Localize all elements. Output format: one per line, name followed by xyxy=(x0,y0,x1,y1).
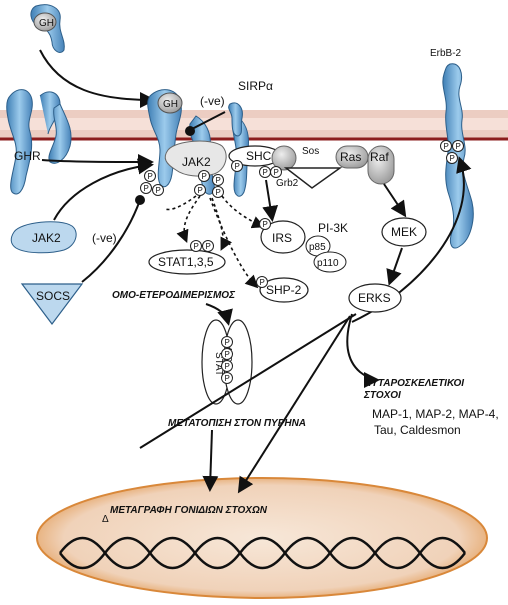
jak2-free: JAK2 xyxy=(10,221,77,254)
targets-line-2: Tau, Caldesmon xyxy=(374,423,461,437)
svg-text:P: P xyxy=(235,162,240,171)
dna-strand-2 xyxy=(59,536,466,570)
cytoskeletal-label-2: ΣΤΟΧΟΙ xyxy=(363,390,401,401)
stat135-label: STAT1,3,5 xyxy=(158,255,214,269)
shc-sos-grb2: SHC Sos Grb2 xyxy=(228,145,343,189)
irs-pi3k: IRS P PI-3K p85 p110 xyxy=(259,218,348,273)
stat135: STAT1,3,5 P P xyxy=(148,240,226,275)
irs-label: IRS xyxy=(272,231,292,245)
erks-to-nucleus-arrow xyxy=(237,315,351,494)
ghr-label: GHR xyxy=(14,149,41,163)
svg-text:P: P xyxy=(216,176,221,185)
receptor-phospho-sites xyxy=(140,140,464,198)
svg-text:P: P xyxy=(194,242,199,251)
svg-text:P: P xyxy=(148,172,153,181)
svg-text:P: P xyxy=(456,142,461,151)
jak2-complex-label: JAK2 xyxy=(182,155,211,169)
transcription-label: ΜΕΤΑΓΡΑΦΗ ΓΟΝΙΔΙΩΝ ΣΤΟΧΩΝ xyxy=(110,505,268,516)
jak2-free-label: JAK2 xyxy=(32,231,61,245)
ghr-dimer-arrow xyxy=(41,153,154,170)
svg-text:P: P xyxy=(156,186,161,195)
dna-strand-1 xyxy=(59,536,466,570)
ras-raf: Ras Raf xyxy=(335,145,395,185)
inhibition-dot-left xyxy=(135,195,145,205)
stat-left-label: STAT xyxy=(213,352,224,376)
svg-text:P: P xyxy=(260,278,265,287)
socs-label: SOCS xyxy=(36,289,70,303)
svg-text:P: P xyxy=(202,172,207,181)
shc-label: SHC xyxy=(246,149,272,163)
svg-text:P: P xyxy=(274,168,279,177)
erks: ERKS xyxy=(348,283,402,313)
raf-to-mek-arrow xyxy=(383,183,407,218)
gh-ligand-free: GH xyxy=(30,4,65,53)
erbb2-label: ErbB-2 xyxy=(430,48,462,59)
ghr-receptor-left: GHR xyxy=(6,89,72,195)
shp2: SHP-2 P xyxy=(256,276,309,303)
svg-text:P: P xyxy=(216,188,221,197)
sirpa-label: SIRPα xyxy=(238,79,273,93)
stat-dimer-arrow xyxy=(205,303,233,326)
stat-to-nucleus-arrow xyxy=(202,429,219,492)
jak2-bound-complex: JAK2 xyxy=(164,140,227,177)
gh-top-label: GH xyxy=(39,18,54,29)
raf-label: Raf xyxy=(370,150,389,164)
svg-text:P: P xyxy=(198,186,203,195)
svg-text:P: P xyxy=(263,220,268,229)
svg-text:P: P xyxy=(225,338,230,347)
stat-dimer: STAT STAT P P P P xyxy=(201,319,253,405)
mek: MEK xyxy=(381,217,427,247)
transcription-mark: Δ xyxy=(102,514,109,525)
recruitment-arrows xyxy=(163,195,265,289)
nucleus xyxy=(36,477,488,599)
svg-text:P: P xyxy=(225,362,230,371)
shc-irs-arrow xyxy=(262,179,279,222)
gh-bound-label: GH xyxy=(163,99,178,110)
socs: SOCS xyxy=(20,283,84,325)
mek-to-erks-arrow xyxy=(386,247,403,286)
jak2-recruit-arrow xyxy=(53,158,154,221)
svg-text:P: P xyxy=(144,184,149,193)
svg-text:P: P xyxy=(450,154,455,163)
socs-inhibition-line xyxy=(81,199,141,283)
dimerization-label: ΟΜΟ-ΕΤΕΡΟΔΙΜΕΡΙΣΜΟΣ xyxy=(112,290,236,301)
pi3k-label: PI-3K xyxy=(318,221,348,235)
erks-label: ERKS xyxy=(358,291,391,305)
svg-text:P: P xyxy=(206,242,211,251)
svg-text:P: P xyxy=(263,168,268,177)
cell-membrane xyxy=(0,110,508,141)
svg-text:P: P xyxy=(225,350,230,359)
ras-label: Ras xyxy=(340,150,361,164)
inhibition-dot-top xyxy=(185,126,195,136)
cytoskeletal-label-1: ΚΥΤΑΡΟΣΚΕΛΕΤΙΚΟΙ xyxy=(364,378,464,389)
mek-label: MEK xyxy=(391,225,417,239)
gh-binding-arrow xyxy=(39,49,156,108)
shp2-label: SHP-2 xyxy=(266,283,302,297)
erks-to-cell-arrow xyxy=(139,313,357,449)
receptor-phospho-labels: P P P P P P P P P P P P P xyxy=(144,142,461,197)
p85-label: p85 xyxy=(309,242,326,253)
targets-line-1: MAP-1, MAP-2, MAP-4, xyxy=(372,407,499,421)
neg-regulation-top: (-ve) xyxy=(200,94,225,108)
grb2-label: Grb2 xyxy=(276,178,299,189)
sirpa: SIRPα xyxy=(228,79,273,137)
sos-label: Sos xyxy=(302,146,319,157)
p110-label: p110 xyxy=(317,258,339,269)
neg-regulation-left: (-ve) xyxy=(92,231,117,245)
erks-to-cytoskeleton-arrow xyxy=(346,313,380,388)
svg-text:P: P xyxy=(444,142,449,151)
translocation-label: ΜΕΤΑΤΟΠΙΣΗ ΣΤΟΝ ΠΥΡΗΝΑ xyxy=(168,418,306,429)
svg-text:P: P xyxy=(225,374,230,383)
erbb2-receptor: ErbB-2 xyxy=(430,48,474,249)
